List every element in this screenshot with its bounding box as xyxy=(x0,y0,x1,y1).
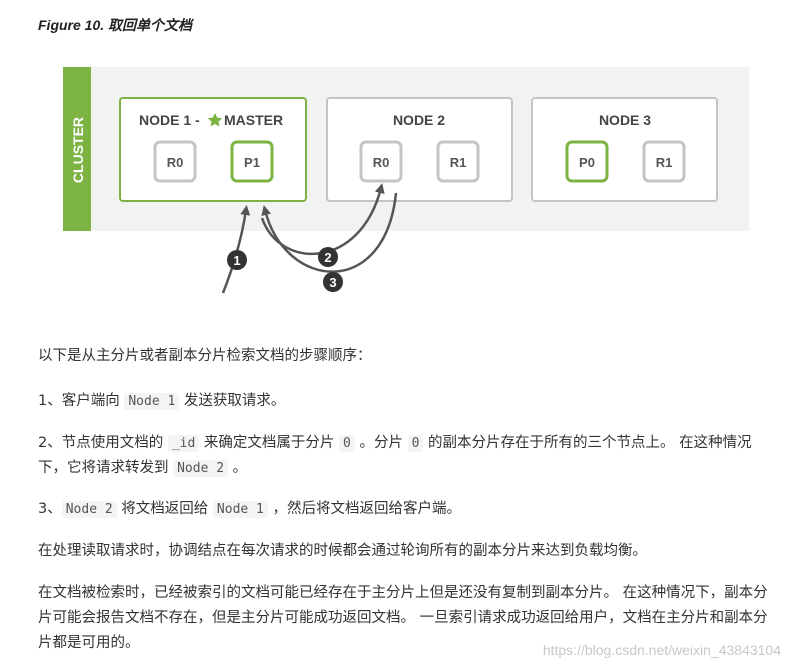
inline-code: 0 xyxy=(407,435,424,452)
inline-code: Node 2 xyxy=(61,501,117,518)
shard-r1-node2 xyxy=(436,140,480,183)
shard-r1-node3 xyxy=(642,140,686,183)
load-balance-paragraph: 在处理读取请求时，协调结点在每次请求的时候都会通过轮询所有的副本分片来达到负载均… xyxy=(38,543,647,559)
step-3-paragraph: 3、Node 2 将文档返回给 Node 1 ，然后将文档返回给客户端。 xyxy=(38,501,461,518)
svg-text:1: 1 xyxy=(233,253,240,268)
inline-code: Node 1 xyxy=(124,393,180,410)
node-2: NODE 2 R0 R1 xyxy=(326,97,513,202)
cluster-diagram: CLUSTER NODE 1 - MASTER R0 P1 NODE 2 R0 … xyxy=(0,0,791,320)
step-badge-1: 1 xyxy=(227,250,247,270)
shard-p0-node3 xyxy=(565,140,609,183)
shard-r0-node2 xyxy=(359,140,403,183)
shard-label: R1 xyxy=(656,155,673,170)
star-icon xyxy=(207,113,223,127)
node-1: NODE 1 - MASTER R0 P1 xyxy=(119,97,307,202)
shard-label: R1 xyxy=(450,155,467,170)
arrow-step-3 xyxy=(261,192,398,273)
svg-text:3: 3 xyxy=(329,275,336,290)
consistency-note-paragraph: 在文档被检索时，已经被索引的文档可能已经存在于主分片上但是还没有复制到副本分片。… xyxy=(38,585,768,651)
node-3-label: NODE 3 xyxy=(599,112,651,128)
node-2-label: NODE 2 xyxy=(393,112,445,128)
cluster-label: CLUSTER xyxy=(70,117,86,183)
inline-code: 0 xyxy=(339,435,355,452)
shard-label: P0 xyxy=(579,155,595,170)
shard-label: R0 xyxy=(373,155,390,170)
inline-code: Node 1 xyxy=(212,501,268,518)
shard-p1-node1 xyxy=(230,140,274,183)
figure-title: Figure 10. 取回单个文档 xyxy=(38,17,193,33)
step-badge-3: 3 xyxy=(323,272,343,292)
watermark: https://blog.csdn.net/weixin_43843104 xyxy=(542,642,781,658)
inline-code: _id xyxy=(167,435,200,452)
step-badge-2: 2 xyxy=(318,247,338,267)
shard-r0-node1 xyxy=(153,140,197,183)
cluster-sidebar xyxy=(63,67,91,231)
master-label: MASTER xyxy=(224,112,283,128)
node-1-label: NODE 1 - xyxy=(139,112,200,128)
step-2-paragraph: 2、节点使用文档的 _id 来确定文档属于分片 0 。分片 0 的副本分片存在于… xyxy=(38,435,752,477)
intro-paragraph: 以下是从主分片或者副本分片检索文档的步骤顺序： xyxy=(38,348,372,364)
shard-label: P1 xyxy=(244,155,260,170)
step-1-paragraph: 1、客户端向 Node 1 发送获取请求。 xyxy=(38,393,286,410)
inline-code: Node 2 xyxy=(173,460,229,477)
svg-text:2: 2 xyxy=(324,250,331,265)
shard-label: R0 xyxy=(167,155,184,170)
node-3: NODE 3 P0 R1 xyxy=(531,97,718,202)
